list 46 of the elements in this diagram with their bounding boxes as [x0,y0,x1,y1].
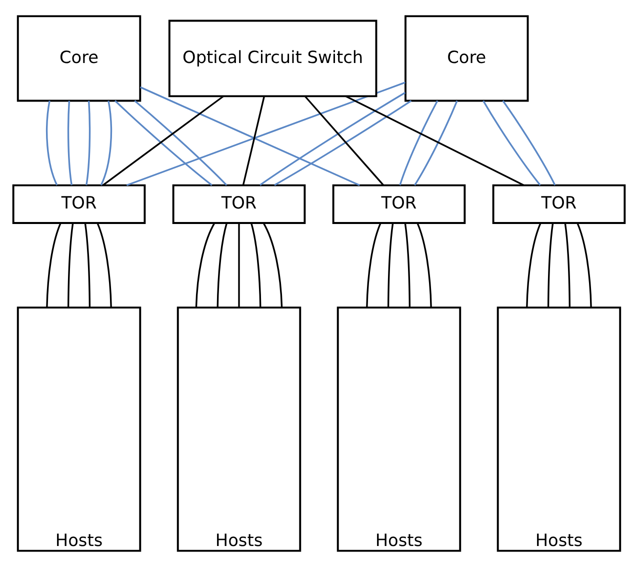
connector [502,100,556,186]
connector [102,95,224,186]
connector [67,222,74,307]
connector [260,91,406,186]
connector [416,222,432,307]
connector [366,222,382,307]
connector [100,100,112,185]
connector [576,222,592,307]
connector [262,222,283,307]
connector [238,222,240,307]
connector [250,222,262,307]
node-box: TOR [332,184,466,224]
node-box: Hosts [16,306,142,552]
connector [564,222,571,307]
connector [399,100,438,185]
connector [274,100,412,186]
connector [46,222,62,307]
connector [114,100,212,186]
connector [387,222,394,307]
connector [46,100,58,185]
connector [242,96,266,185]
node-box: Hosts [336,306,462,552]
node-box: Core [16,14,142,102]
connector [126,81,406,186]
node-box: Hosts [496,306,622,552]
node-box: Optical Circuit Switch [168,19,378,97]
connector [526,222,542,307]
node-box: TOR [492,184,626,224]
node-box: Core [404,14,529,102]
connector [345,95,524,186]
connector [414,100,458,186]
connector [216,222,228,307]
connector [67,100,72,185]
node-box: TOR [172,184,306,224]
connector [404,222,411,307]
connector [304,95,384,186]
connector [86,100,91,185]
connector [140,86,360,186]
connector [482,100,541,186]
node-box: TOR [12,184,146,224]
connector [195,222,216,307]
connector [84,222,91,307]
connector [547,222,554,307]
node-box: Hosts [176,306,302,552]
connector [96,222,112,307]
connector [134,100,228,186]
